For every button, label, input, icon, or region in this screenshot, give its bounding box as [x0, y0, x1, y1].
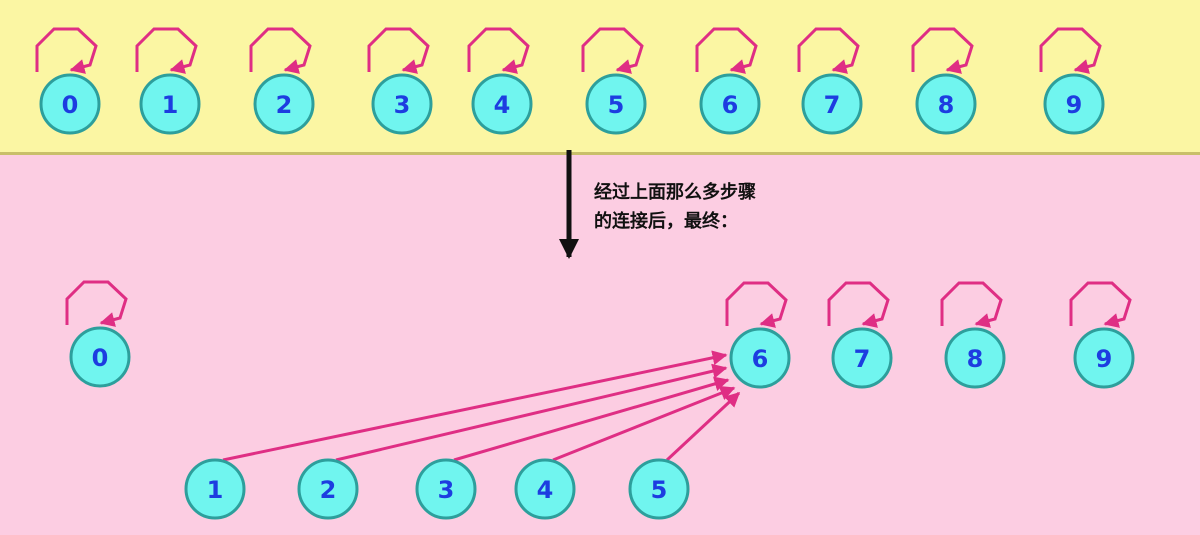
node-circle: [729, 327, 791, 389]
node-circle: [915, 73, 977, 135]
node-circle: [628, 458, 690, 520]
node-bottom-8: 8: [944, 327, 1006, 389]
node-label: 3: [438, 476, 455, 504]
node-label: 2: [320, 476, 337, 504]
self-loop-bottom-9: [1069, 281, 1132, 328]
node-top-5: 5: [585, 73, 647, 135]
node-bottom-1: 1: [184, 458, 246, 520]
node-label: 1: [162, 91, 179, 119]
node-circle: [253, 73, 315, 135]
caption-line-1: 经过上面那么多步骤: [594, 182, 756, 203]
node-bottom-7: 7: [831, 327, 893, 389]
node-top-3: 3: [371, 73, 433, 135]
node-circle: [184, 458, 246, 520]
node-circle: [471, 73, 533, 135]
self-loop-top-3: [367, 27, 430, 74]
link-3-to-6: [453, 376, 730, 462]
node-circle: [944, 327, 1006, 389]
node-label: 6: [722, 91, 739, 119]
node-label: 7: [824, 91, 841, 119]
node-bottom-5: 5: [628, 458, 690, 520]
node-circle: [371, 73, 433, 135]
node-top-6: 6: [699, 73, 761, 135]
self-loop-bottom-0: [65, 280, 128, 327]
node-label: 0: [62, 91, 79, 119]
node-bottom-0: 0: [69, 326, 131, 388]
self-loop-top-2: [249, 27, 312, 74]
node-circle: [514, 458, 576, 520]
node-top-1: 1: [139, 73, 201, 135]
panel-divider: [0, 152, 1200, 155]
self-loop-top-9: [1039, 27, 1102, 74]
node-bottom-2: 2: [297, 458, 359, 520]
self-loop-top-1: [135, 27, 198, 74]
self-loop-top-0: [35, 27, 98, 74]
node-top-9: 9: [1043, 73, 1105, 135]
link-5-to-6: [665, 391, 741, 462]
node-circle: [415, 458, 477, 520]
node-label: 9: [1096, 345, 1113, 373]
self-loop-bottom-7: [827, 281, 890, 328]
node-label: 7: [854, 345, 871, 373]
self-loop-top-8: [911, 27, 974, 74]
node-label: 6: [752, 345, 769, 373]
node-bottom-4: 4: [514, 458, 576, 520]
node-circle: [1043, 73, 1105, 135]
transition-caption: 经过上面那么多步骤 的连接后，最终：: [594, 178, 756, 236]
node-circle: [585, 73, 647, 135]
node-circle: [69, 326, 131, 388]
node-label: 3: [394, 91, 411, 119]
node-label: 8: [938, 91, 955, 119]
node-circle: [831, 327, 893, 389]
node-top-7: 7: [801, 73, 863, 135]
node-label: 1: [207, 476, 224, 504]
node-top-4: 4: [471, 73, 533, 135]
link-2-to-6: [335, 363, 728, 462]
link-1-to-6: [222, 350, 728, 462]
node-label: 4: [494, 91, 511, 119]
node-label: 5: [651, 476, 668, 504]
self-loop-bottom-6: [725, 281, 788, 328]
node-circle: [39, 73, 101, 135]
node-circle: [801, 73, 863, 135]
node-label: 4: [537, 476, 554, 504]
self-loop-top-4: [467, 27, 530, 74]
node-circle: [1073, 327, 1135, 389]
node-label: 5: [608, 91, 625, 119]
self-loop-bottom-8: [940, 281, 1003, 328]
node-top-8: 8: [915, 73, 977, 135]
node-circle: [139, 73, 201, 135]
node-bottom-3: 3: [415, 458, 477, 520]
node-label: 2: [276, 91, 293, 119]
node-label: 9: [1066, 91, 1083, 119]
node-label: 8: [967, 345, 984, 373]
node-bottom-9: 9: [1073, 327, 1135, 389]
node-circle: [297, 458, 359, 520]
caption-line-2: 的连接后，最终：: [594, 211, 738, 232]
link-4-to-6: [552, 386, 736, 462]
node-circle: [699, 73, 761, 135]
node-bottom-6: 6: [729, 327, 791, 389]
self-loop-top-6: [695, 27, 758, 74]
self-loop-top-5: [581, 27, 644, 74]
node-top-2: 2: [253, 73, 315, 135]
node-top-0: 0: [39, 73, 101, 135]
node-label: 0: [92, 344, 109, 372]
self-loop-top-7: [797, 27, 860, 74]
